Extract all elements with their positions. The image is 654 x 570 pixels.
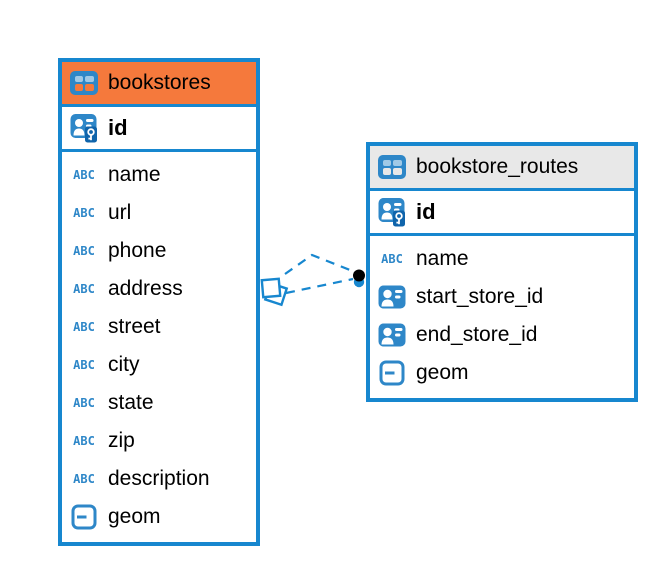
- entity-table-bookstore-routes[interactable]: bookstore_routes id ABC name start_store_…: [366, 142, 638, 402]
- column-row-name[interactable]: ABC name: [62, 156, 256, 194]
- stacked-squares-marker: [260, 277, 289, 307]
- text-type-icon: ABC: [73, 206, 95, 220]
- column-name: phone: [108, 239, 167, 262]
- column-name: zip: [108, 429, 135, 452]
- text-type-icon: ABC: [381, 252, 403, 266]
- column-name: start_store_id: [416, 285, 544, 308]
- column-name: city: [108, 353, 140, 376]
- relationship-line-lower: [285, 277, 354, 295]
- text-type-icon: ABC: [73, 320, 95, 334]
- column-row-geom[interactable]: geom: [62, 498, 256, 536]
- column-row-id[interactable]: id: [62, 107, 256, 152]
- column-row-phone[interactable]: ABC phone: [62, 232, 256, 270]
- column-name: address: [108, 277, 183, 300]
- text-type-icon: ABC: [73, 358, 95, 372]
- column-row-name[interactable]: ABC name: [370, 240, 634, 278]
- column-row-url[interactable]: ABC url: [62, 194, 256, 232]
- column-name: name: [416, 247, 469, 270]
- column-row-description[interactable]: ABC description: [62, 460, 256, 498]
- column-name: id: [416, 199, 436, 224]
- table-icon: [69, 71, 99, 95]
- text-type-icon: ABC: [73, 168, 95, 182]
- text-type-icon: ABC: [73, 244, 95, 258]
- column-row-address[interactable]: ABC address: [62, 270, 256, 308]
- text-type-icon: ABC: [73, 282, 95, 296]
- column-name: street: [108, 315, 161, 338]
- column-name: id: [108, 115, 128, 140]
- column-row-end_store_id[interactable]: end_store_id: [370, 316, 634, 354]
- column-row-start_store_id[interactable]: start_store_id: [370, 278, 634, 316]
- column-row-id[interactable]: id: [370, 191, 634, 236]
- column-row-state[interactable]: ABC state: [62, 384, 256, 422]
- table-title: bookstore_routes: [416, 155, 579, 178]
- column-name: geom: [416, 361, 469, 384]
- column-row-street[interactable]: ABC street: [62, 308, 256, 346]
- column-row-zip[interactable]: ABC zip: [62, 422, 256, 460]
- table-header-bookstores[interactable]: bookstores: [62, 62, 256, 107]
- geometry-type-icon: [377, 360, 407, 386]
- text-type-icon: ABC: [73, 396, 95, 410]
- column-name: state: [108, 391, 154, 414]
- foreign-key-icon: [377, 285, 407, 309]
- relationship-line-upper: [284, 253, 356, 275]
- column-name: geom: [108, 505, 161, 528]
- text-type-icon: ABC: [73, 472, 95, 486]
- column-name: url: [108, 201, 132, 224]
- geometry-type-icon: [69, 504, 99, 530]
- table-icon: [377, 155, 407, 179]
- column-name: end_store_id: [416, 323, 538, 346]
- foreign-key-icon: [377, 323, 407, 347]
- text-type-icon: ABC: [73, 434, 95, 448]
- column-row-geom[interactable]: geom: [370, 354, 634, 392]
- primary-key-icon: [69, 113, 99, 143]
- table-header-bookstore-routes[interactable]: bookstore_routes: [370, 146, 634, 191]
- filled-dot-marker: [353, 269, 365, 288]
- column-row-city[interactable]: ABC city: [62, 346, 256, 384]
- column-list: ABC name start_store_id end_store_id geom: [370, 236, 634, 392]
- column-name: name: [108, 163, 161, 186]
- table-title: bookstores: [108, 71, 211, 94]
- column-name: description: [108, 467, 210, 490]
- primary-key-icon: [377, 197, 407, 227]
